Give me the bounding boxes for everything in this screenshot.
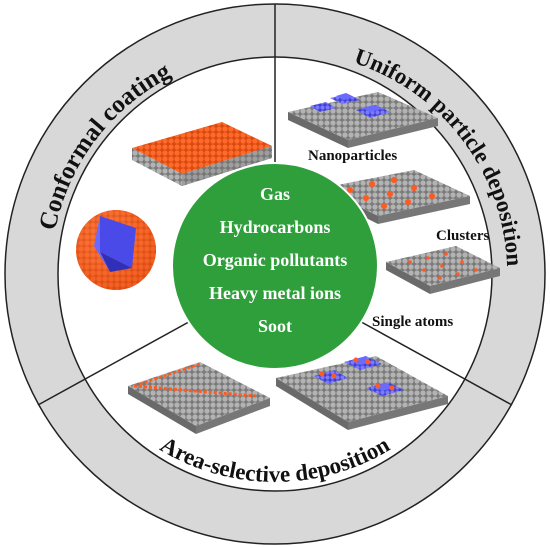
label-single-atoms: Single atoms <box>372 314 453 330</box>
center-item: Hydrocarbons <box>220 217 331 237</box>
divider-bottom-left <box>37 317 197 406</box>
center-circle <box>171 162 379 370</box>
center-item: Heavy metal ions <box>209 283 341 303</box>
center-item: Gas <box>260 184 290 204</box>
area-selective-line-substrate <box>128 362 270 434</box>
area-selective-island-substrate <box>276 356 448 430</box>
conformal-coating-slab <box>132 122 272 186</box>
divider-bottom-right <box>353 317 513 406</box>
nanoparticles-substrate <box>288 92 438 148</box>
label-nanoparticles: Nanoparticles <box>308 148 397 164</box>
coated-particle-sphere <box>76 210 156 290</box>
center-item: Organic pollutants <box>203 250 348 270</box>
single-atoms-substrate <box>386 246 500 294</box>
center-item: Soot <box>258 316 292 336</box>
label-clusters: Clusters <box>436 228 489 244</box>
